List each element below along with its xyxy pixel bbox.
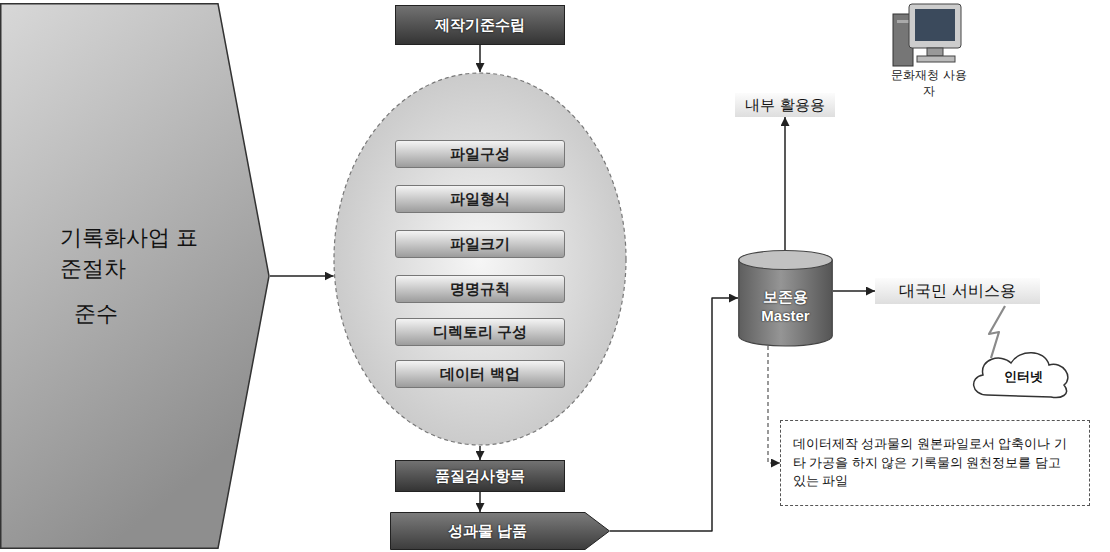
computer-icon [893,4,961,66]
box-text: 대국민 서비스용 [899,281,1015,302]
connector-arrow [833,290,875,292]
procedure-pentagon: 기록화사업 표준절차준수 [0,3,270,549]
note-text: 데이터제작 성과물의 원본파일로서 압축이나 기타 가공을 하지 않은 기록물의… [793,435,1077,491]
text-holder: 보존용 Master [738,266,833,346]
bar-text: 데이터 백업 [440,365,519,384]
shape-outline [0,3,270,549]
cylinder-text: 보존용 Master [751,287,821,326]
arrow-box-outline [391,513,610,550]
item-bar: 명명규칙 [395,275,565,303]
text-holder: 인터넷 [971,353,1075,400]
text-holder: 성과물 납품 [390,512,585,550]
user-caption: 문화재청 사용자 [891,67,967,99]
monitor-body [909,4,961,48]
text-holder: 데이터제작 성과물의 원본파일로서 압축이나 기타 가공을 하지 않은 기록물의… [781,421,1089,505]
box-text: 내부 활용용 [745,96,824,115]
item-bar: 파일형식 [395,185,565,213]
note-box: 데이터제작 성과물의 원본파일로서 압축이나 기타 가공을 하지 않은 기록물의… [780,420,1090,506]
shape-outline [333,72,627,446]
pentagon-text: 준수 [74,299,118,329]
item-bar: 디렉토리 구성 [395,318,565,346]
internet-cloud: 인터넷 [965,345,1075,400]
bar-text: 파일구성 [450,145,510,164]
cloud-outline [974,353,1068,398]
connector-arrow [610,298,738,531]
connector-arrow [768,346,780,463]
process-box: 품질검사항목 [395,460,565,492]
cylinder-body [739,260,833,346]
connector-arrow [479,492,481,512]
bar-text: 파일형식 [450,190,510,209]
monitor-base [917,56,955,62]
box-text: 성과물 납품 [448,522,527,541]
storage-cylinder: 보존용 Master [738,250,833,346]
connector-arrow [270,275,334,277]
bar-text: 명명규칙 [450,280,510,299]
bar-text: 파일크기 [450,235,510,254]
text-holder: 제작기준수립 [396,6,564,44]
usage-box: 내부 활용용 [735,93,835,117]
pentagon-outline [1,4,269,549]
text-holder: 기록화사업 표준절차준수 [0,3,270,549]
cylinder-top [739,251,833,270]
text-holder: 품질검사항목 [396,461,564,491]
bar-text: 디렉토리 구성 [433,323,527,342]
drive-slot [897,20,909,23]
monitor-neck [927,48,943,56]
text-holder: 대국민 서비스용 [875,278,1040,304]
item-bar: 파일구성 [395,140,565,168]
process-box: 제작기준수립 [395,5,565,45]
text-holder: 내부 활용용 [735,93,835,117]
box-text: 제작기준수립 [435,16,525,35]
monitor-screen [915,9,955,41]
text-holder: 파일형식 [396,186,564,212]
box-text: 품질검사항목 [435,467,525,486]
circle-outline [334,73,626,445]
lightning-connector [989,306,1005,358]
connector-arrow [479,45,481,72]
text-holder: 파일크기 [396,231,564,257]
group-circle: 파일구성파일형식파일크기명명규칙디렉토리 구성데이터 백업 [333,72,627,446]
item-bar: 파일크기 [395,230,565,258]
cloud-text: 인터넷 [1004,368,1043,386]
connector-arrow [479,446,481,460]
text-holder: 파일구성 [396,141,564,167]
text-holder: 디렉토리 구성 [396,319,564,345]
item-bar: 데이터 백업 [395,360,565,388]
pentagon-text: 기록화사업 표준절차 [60,223,210,285]
connector-arrow [784,117,786,250]
text-holder: 데이터 백업 [396,361,564,387]
usage-box: 대국민 서비스용 [875,278,1040,304]
delivery-arrow-box: 성과물 납품 [390,512,610,550]
text-holder: 명명규칙 [396,276,564,302]
